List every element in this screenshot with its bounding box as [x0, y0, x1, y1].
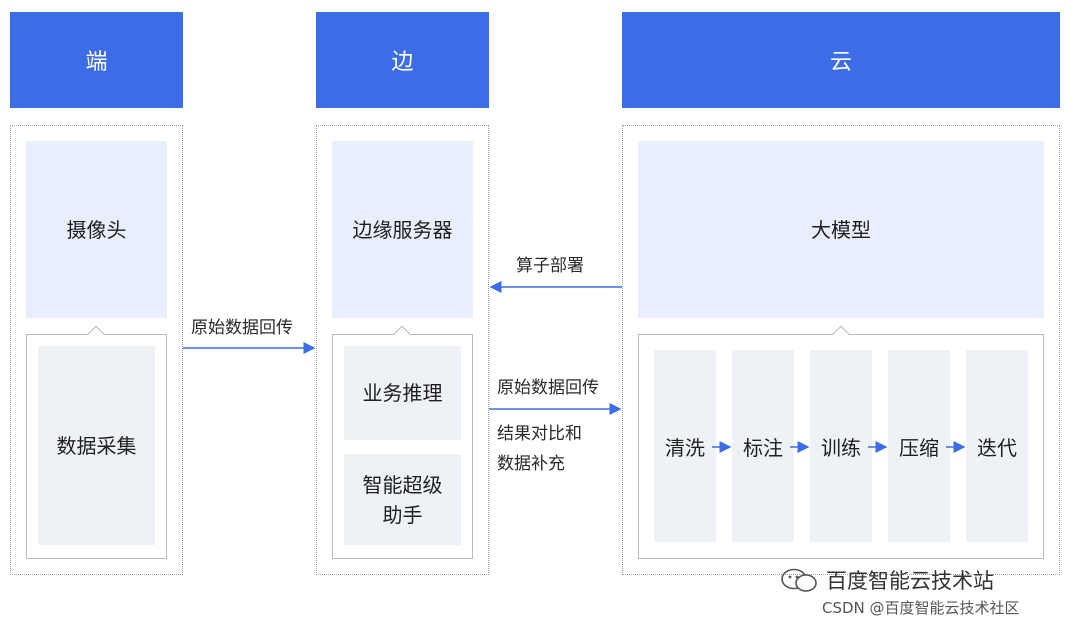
business-inference-box: 业务推理	[344, 346, 461, 440]
edge-server-box: 边缘服务器	[332, 141, 473, 318]
large-model-box: 大模型	[638, 141, 1044, 318]
device-to-edge-label: 原始数据回传	[191, 318, 293, 338]
pipeline-step-label: 训练	[821, 431, 861, 461]
device-column-header: 端	[10, 12, 183, 108]
edge-column-frame	[316, 125, 489, 575]
cloud-column-frame	[622, 125, 1060, 575]
pipeline-step-train: 训练	[810, 350, 872, 542]
pipeline-step-label: 迭代	[977, 431, 1017, 461]
large-model-label: 大模型	[811, 217, 871, 242]
data-collection-box: 数据采集	[38, 346, 155, 545]
camera-box: 摄像头	[26, 141, 167, 318]
edge-server-label: 边缘服务器	[352, 217, 453, 242]
pipeline-step-iterate: 迭代	[966, 350, 1028, 542]
pipeline-step-clean: 清洗	[654, 350, 716, 542]
result-compare-line2: 数据补充	[497, 454, 565, 474]
pipeline-step-label: 清洗	[665, 431, 705, 461]
result-compare-label: 结果对比和 数据补充	[497, 419, 582, 479]
cloud-header-label: 云	[829, 50, 852, 75]
edge-header-label: 边	[391, 50, 414, 75]
pipeline-step-label: 标注	[743, 431, 783, 461]
data-collection-label: 数据采集	[56, 433, 137, 458]
edge-to-cloud-label: 原始数据回传	[497, 378, 599, 398]
smart-assistant-box: 智能超级 助手	[344, 454, 461, 545]
edge-column-header: 边	[316, 12, 489, 108]
result-compare-line1: 结果对比和	[497, 424, 582, 444]
camera-label: 摄像头	[66, 217, 127, 242]
device-column-frame	[10, 125, 183, 575]
watermark-source: CSDN @百度智能云技术社区	[822, 599, 1020, 617]
device-header-label: 端	[85, 50, 108, 75]
pipeline-step-compress: 压缩	[888, 350, 950, 542]
pipeline-step-label: 压缩	[899, 431, 939, 461]
smart-assistant-label-line2: 助手	[382, 502, 423, 527]
business-inference-label: 业务推理	[362, 381, 443, 405]
smart-assistant-label-line1: 智能超级	[362, 472, 443, 497]
watermark-channel: 百度智能云技术站	[780, 565, 994, 595]
cloud-column-header: 云	[622, 12, 1060, 108]
pipeline-step-annotate: 标注	[732, 350, 794, 542]
watermark-channel-label: 百度智能云技术站	[826, 569, 994, 593]
wechat-icon	[781, 568, 817, 592]
cloud-to-edge-label: 算子部署	[516, 256, 584, 276]
